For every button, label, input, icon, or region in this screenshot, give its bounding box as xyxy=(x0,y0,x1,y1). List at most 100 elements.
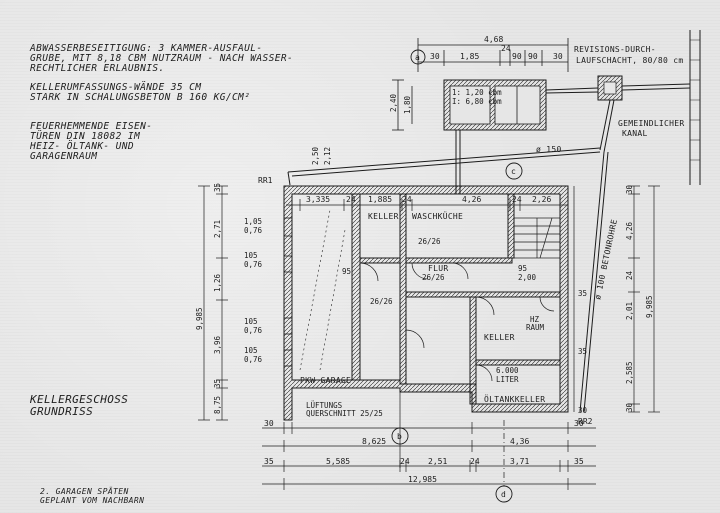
staircase xyxy=(513,217,561,259)
dim-right: 2,585 xyxy=(625,361,634,384)
small-dim: 26/26 xyxy=(370,297,393,306)
dim-top-part: 90 xyxy=(528,52,538,61)
small-dim: 26/26 xyxy=(418,237,441,246)
dim-bottom-row3: 35 xyxy=(574,457,584,466)
drawing-title: KELLERGESCHOSS GRUNDRISS xyxy=(30,393,129,418)
tank-volume-2: I: 6,80 cbm xyxy=(452,97,502,106)
dim-right-window: 35 xyxy=(578,289,587,298)
building-walls xyxy=(283,185,569,421)
dim-right: 30 xyxy=(625,402,634,412)
dim-bottom-row3: 2,51 xyxy=(428,457,447,466)
label-revision-2: LAUFSCHACHT, 80/80 cm xyxy=(576,56,683,65)
label-kanal-1: GEMEINDLICHER xyxy=(618,119,685,128)
dim-window: 105 xyxy=(244,317,258,326)
tank-volume-1: 1: 1,20 cbm xyxy=(452,88,502,97)
label-pipe-diameter: ø 150 xyxy=(536,145,562,154)
room-liter-1: 6.000 xyxy=(496,366,519,375)
dim-left: 35 xyxy=(213,379,222,388)
label-revision-1: REVISIONS-DURCH- xyxy=(574,45,656,54)
dim-window: 0,76 xyxy=(244,226,263,235)
room-hz-1: HZ xyxy=(530,315,540,324)
dim-right: 4,26 xyxy=(625,221,634,240)
drain-pipe xyxy=(287,99,615,413)
room-pkw-garage: PKW GARAGE xyxy=(300,376,351,385)
dim-plan-top: 3,335 xyxy=(306,195,330,204)
dim-plan-top: 2,26 xyxy=(532,195,551,204)
left-windows xyxy=(284,217,292,367)
dim-bottom-row1: 30 xyxy=(574,419,584,428)
marker-c-circle xyxy=(505,162,523,180)
door-swings xyxy=(359,262,555,382)
dim-plan-top: 24 xyxy=(512,195,522,204)
sewer-pipe xyxy=(545,30,701,185)
dim-left: 3,96 xyxy=(213,335,222,354)
dim-window: 0,76 xyxy=(244,260,263,269)
dim-bottom-row2: 8,625 xyxy=(362,437,386,446)
dim-right: 2,01 xyxy=(625,302,634,320)
marker-b: b xyxy=(397,432,402,441)
dim-right: 24 xyxy=(625,270,634,280)
label-rr1: RR1 xyxy=(258,176,273,185)
note-abwasser: ABWASSERBESEITIGUNG: 3 KAMMER-AUSFAUL- G… xyxy=(30,43,294,74)
dim-window: 1,05 xyxy=(244,217,262,226)
dim-plan-top: 24 xyxy=(346,195,356,204)
dim-top-part: 1,85 xyxy=(460,52,479,61)
dim-window: 0,76 xyxy=(244,355,263,364)
label-lueftung-2: QUERSCHNITT 25/25 xyxy=(306,409,383,418)
dim-left: 35 xyxy=(213,183,222,192)
dim-left: 2,71 xyxy=(213,220,222,238)
dim-bottom-row3: 3,71 xyxy=(510,457,529,466)
dim-top-part: 90 xyxy=(512,52,522,61)
left-dimension-chains xyxy=(198,185,228,421)
dim-plan-top: 24 xyxy=(402,195,412,204)
dim-right-window: 35 xyxy=(578,347,587,356)
room-keller-top: KELLER xyxy=(368,212,399,221)
dim-tank-height: 2,40 xyxy=(389,93,398,112)
dim-top-part: 30 xyxy=(553,52,563,61)
marker-d: d xyxy=(501,490,506,499)
marker-b-circle xyxy=(391,427,409,445)
label-kanal-2: KANAL xyxy=(622,129,648,138)
dim-bottom-row3: 35 xyxy=(264,457,274,466)
revision-shaft xyxy=(597,75,623,101)
right-dimension-chains xyxy=(573,185,660,413)
dim-bottom-row3: 5,585 xyxy=(326,457,350,466)
dim-bottom-row1: 30 xyxy=(264,419,274,428)
room-keller-right: KELLER xyxy=(484,333,515,342)
dim-bottom-total: 12,985 xyxy=(408,475,437,484)
room-liter-2: LITER xyxy=(496,375,519,384)
note-kellerwaende: KELLERUMFASSUNGS-WÄNDE 35 cm STARK IN SC… xyxy=(30,82,251,103)
small-dim: 95 xyxy=(342,267,351,276)
dim-window: 105 xyxy=(244,346,258,355)
dim-vert-misc: 2,50 xyxy=(311,146,320,165)
marker-a: a xyxy=(415,53,420,62)
room-flur: FLUR xyxy=(428,264,448,273)
dim-plan-top: 1,885 xyxy=(368,195,392,204)
dim-bottom-row2: 4,36 xyxy=(510,437,529,446)
dim-right-window: 30 xyxy=(578,406,588,415)
dim-right: 30 xyxy=(625,184,634,194)
label-lueftung-1: LÜFTUNGS xyxy=(306,401,343,410)
dim-top-part: 30 xyxy=(430,52,440,61)
dim-right-total: 9,985 xyxy=(645,295,654,318)
small-dim: 26/26 xyxy=(422,273,445,282)
dim-left-total: 9,985 xyxy=(195,307,204,330)
dim-vert-misc: 2,12 xyxy=(323,147,332,165)
dim-tank-inner: 1,80 xyxy=(403,95,412,114)
dim-plan-top: 4,26 xyxy=(462,195,481,204)
room-oeltankkeller: ÖLTANKKELLER xyxy=(484,394,545,404)
top-dimension-chain xyxy=(417,38,569,72)
dim-total-top: 4,68 xyxy=(484,35,503,44)
label-rr2: RR2 xyxy=(578,417,593,426)
small-dim: 2,00 xyxy=(518,273,537,282)
septic-tank xyxy=(443,79,547,131)
dim-window: 0,76 xyxy=(244,326,263,335)
dim-left: 8,75 xyxy=(213,396,222,414)
room-hz-2: RAUM xyxy=(526,323,545,332)
bottom-dimension-chains xyxy=(262,392,596,490)
marker-a-circle xyxy=(410,49,426,65)
dim-window: 105 xyxy=(244,251,258,260)
dim-bottom-row3: 24 xyxy=(400,457,410,466)
note-garagen: 2. GARAGEN SPÄTEN GEPLANT VOM NACHBARN xyxy=(40,487,145,505)
